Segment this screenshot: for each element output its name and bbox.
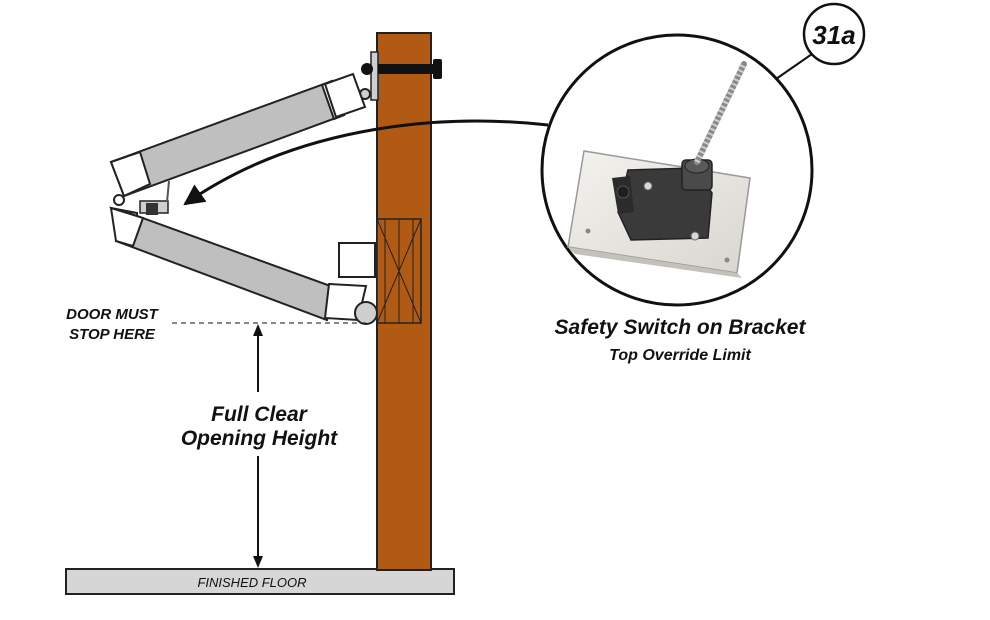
safety-switch-small [139,180,170,215]
panel-hinge [113,194,125,206]
post-spacer-box [376,218,422,324]
opening-height-dimension [253,324,263,568]
opening-height-label-line2: Opening Height [181,427,338,450]
upper-door-panel [109,72,367,198]
callout-number-badge: 31a [775,2,866,80]
callout-number: 31a [812,20,855,50]
floor-slab [65,568,455,595]
opening-height-label-line1: Full Clear [211,403,309,426]
door-stop-label-line2: STOP HERE [69,326,156,343]
floor-label: FINISHED FLOOR [197,575,306,590]
top-hinge-bracket [359,51,442,101]
detail-callout [540,33,814,307]
callout-arrow [183,119,549,206]
finished-floor: FINISHED FLOOR [65,568,455,595]
door-stop-label-line1: DOOR MUST [66,306,160,323]
callout-title: Safety Switch on Bracket [555,316,807,339]
bolt [378,64,440,74]
bottom-roller [354,301,378,325]
callout-subtitle: Top Override Limit [609,347,751,364]
lower-door-panel [109,206,378,325]
